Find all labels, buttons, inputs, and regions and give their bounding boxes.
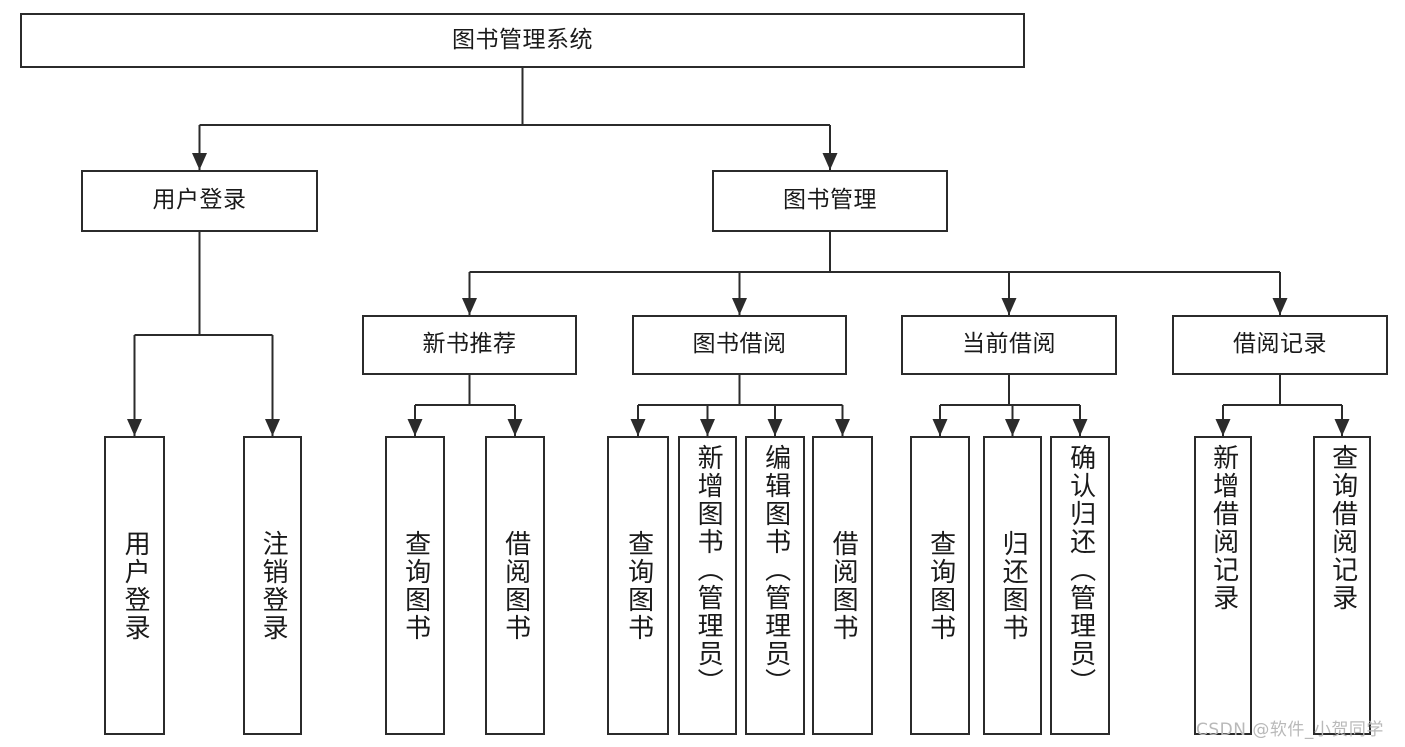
node-label-leaf-login-1: 用户登录	[120, 529, 151, 642]
edge-arrowhead-leaf-borrow-3	[767, 419, 783, 436]
edge-arrowhead-leaf-cur-1	[932, 419, 948, 436]
edge-arrowhead-leaf-new-2	[507, 419, 523, 436]
node-leaf-borrow-1[interactable]: 查询图书	[607, 436, 669, 735]
node-label-leaf-borrow-1: 查询图书	[623, 529, 654, 642]
edge-arrowhead-borrow	[732, 298, 747, 315]
edge-arrowhead-leaf-borrow-4	[835, 419, 850, 436]
edge-arrowhead-leaf-rec-1	[1215, 419, 1231, 436]
node-leaf-new-2[interactable]: 借阅图书	[485, 436, 545, 735]
node-label-leaf-rec-2: 查询借阅记录	[1327, 444, 1358, 612]
edge-arrowhead-leaf-login-2	[265, 419, 280, 436]
node-label-leaf-new-2: 借阅图书	[500, 529, 531, 642]
edge-arrowhead-leaf-rec-2	[1334, 419, 1350, 436]
node-leaf-cur-1[interactable]: 查询图书	[910, 436, 970, 735]
node-label-leaf-login-2: 注销登录	[258, 529, 289, 642]
node-label-newbook: 新书推荐	[422, 331, 517, 358]
edge-arrowhead-leaf-borrow-2	[700, 419, 715, 436]
node-label-current: 当前借阅	[962, 331, 1056, 358]
node-leaf-rec-1[interactable]: 新增借阅记录	[1194, 436, 1252, 735]
node-current[interactable]: 当前借阅	[901, 315, 1117, 375]
node-label-borrow: 图书借阅	[692, 331, 787, 358]
node-leaf-borrow-2[interactable]: 新增图书（管理员）	[678, 436, 737, 735]
node-leaf-rec-2[interactable]: 查询借阅记录	[1313, 436, 1371, 735]
node-leaf-login-1[interactable]: 用户登录	[104, 436, 165, 735]
node-login[interactable]: 用户登录	[81, 170, 318, 232]
node-newbook[interactable]: 新书推荐	[362, 315, 577, 375]
node-leaf-borrow-4[interactable]: 借阅图书	[812, 436, 873, 735]
node-leaf-cur-3[interactable]: 确认归还（管理员）	[1050, 436, 1110, 735]
node-label-leaf-cur-1: 查询图书	[925, 529, 956, 642]
node-label-leaf-rec-1: 新增借阅记录	[1208, 444, 1239, 612]
edge-arrowhead-leaf-login-1	[127, 419, 142, 436]
edge-arrowhead-leaf-new-1	[407, 419, 423, 436]
edge-arrowhead-bookmgmt	[822, 153, 838, 170]
node-root[interactable]: 图书管理系统	[20, 13, 1025, 68]
node-label-leaf-cur-2: 归还图书	[998, 529, 1029, 642]
csdn-watermark: CSDN @软件_小贺同学	[1196, 720, 1384, 740]
edge-arrowhead-login	[192, 153, 207, 170]
node-label-leaf-borrow-4: 借阅图书	[828, 529, 859, 642]
edge-arrowhead-records	[1272, 298, 1288, 315]
node-bookmgmt[interactable]: 图书管理	[712, 170, 948, 232]
node-leaf-new-1[interactable]: 查询图书	[385, 436, 445, 735]
node-label-leaf-borrow-2: 新增图书（管理员）	[693, 444, 724, 696]
node-leaf-borrow-3[interactable]: 编辑图书（管理员）	[745, 436, 805, 735]
node-records[interactable]: 借阅记录	[1172, 315, 1388, 375]
node-leaf-login-2[interactable]: 注销登录	[243, 436, 302, 735]
node-label-leaf-borrow-3: 编辑图书（管理员）	[760, 444, 791, 696]
edge-arrowhead-leaf-cur-3	[1072, 419, 1088, 436]
edge-arrowhead-newbook	[462, 298, 477, 315]
node-label-bookmgmt: 图书管理	[783, 187, 877, 214]
edge-arrowhead-leaf-borrow-1	[630, 419, 646, 436]
node-leaf-cur-2[interactable]: 归还图书	[983, 436, 1042, 735]
node-label-login: 用户登录	[152, 187, 247, 214]
node-label-records: 借阅记录	[1233, 331, 1327, 358]
edge-arrowhead-current	[1001, 298, 1017, 315]
node-label-root: 图书管理系统	[452, 26, 593, 53]
node-label-leaf-new-1: 查询图书	[400, 529, 431, 642]
node-label-leaf-cur-3: 确认归还（管理员）	[1065, 444, 1096, 696]
edge-arrowhead-leaf-cur-2	[1005, 419, 1020, 436]
node-borrow[interactable]: 图书借阅	[632, 315, 847, 375]
